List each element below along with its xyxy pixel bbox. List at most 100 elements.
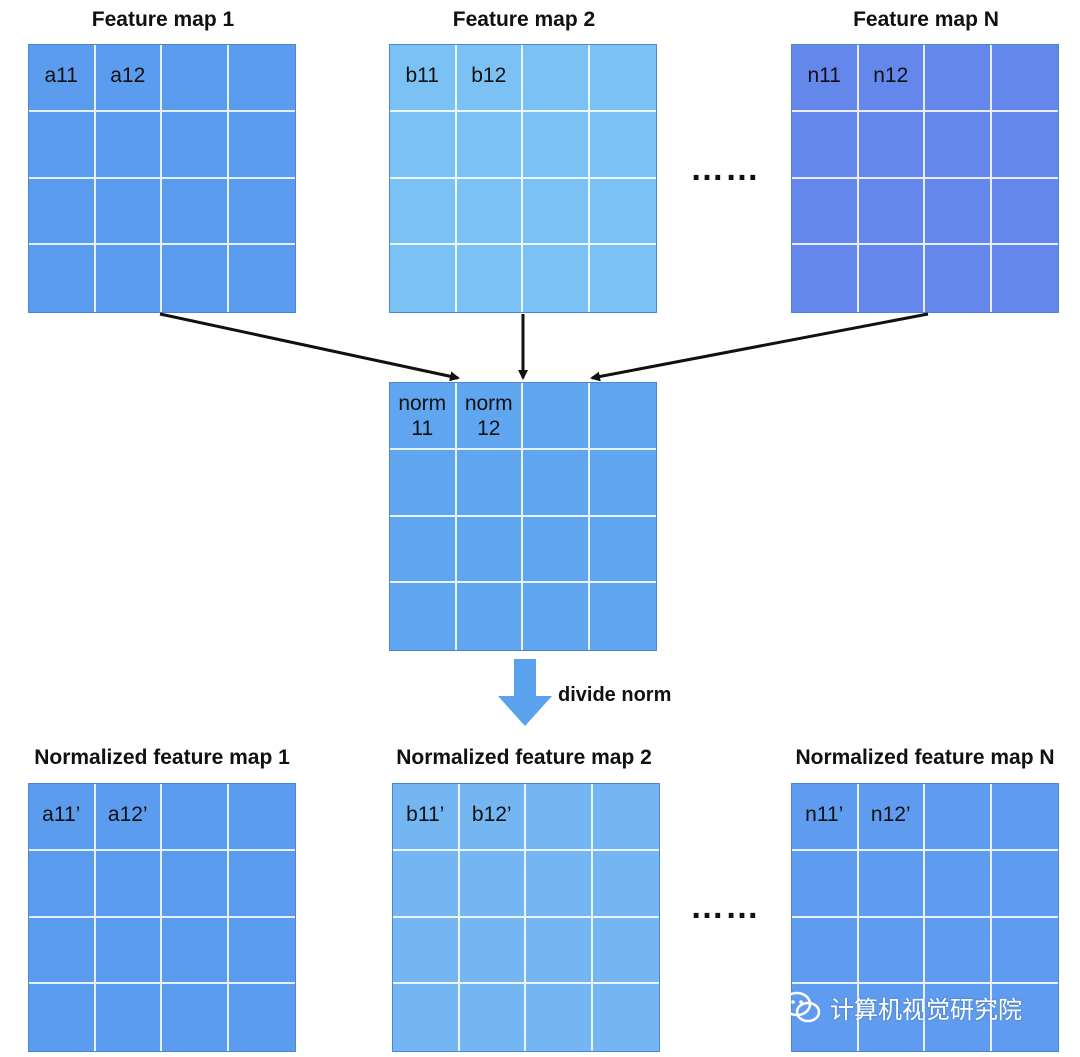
grid-cell [459, 850, 526, 918]
grid-cell [95, 178, 162, 246]
grid-cell [592, 784, 659, 851]
grid-cell [526, 917, 593, 985]
grid-cell [162, 784, 229, 851]
grid-cell [162, 111, 229, 179]
grid-cell [456, 111, 523, 179]
grid-cell [29, 917, 96, 985]
grid-cell-label: b11’ [393, 784, 460, 851]
grid-cell [593, 984, 660, 1051]
watermark-text: 计算机视觉研究院 [830, 997, 1022, 1024]
grid-cell [95, 917, 162, 985]
grid-cell [390, 178, 457, 246]
grid-cell [456, 449, 523, 517]
grid-cell-label: n11’ [792, 784, 859, 851]
grid-cell [991, 918, 1058, 985]
divide-norm-label: divide norm [558, 684, 672, 706]
normalized-feature-map-2-grid: b11’b12’ [392, 783, 660, 1052]
grid-cell [925, 850, 992, 918]
grid-cell [229, 984, 296, 1051]
grid-cell [95, 111, 162, 179]
divide-norm-down-arrow [498, 659, 552, 726]
grid-cell [162, 850, 229, 918]
grid-cell [457, 583, 523, 650]
grid-cell-label: b12’ [459, 784, 526, 851]
grid-cell [523, 383, 590, 450]
grid-cell-label: b12 [456, 45, 523, 112]
grid-cell [589, 517, 656, 584]
watermark: 计算机视觉研究院 [782, 990, 1022, 1025]
grid-cell [925, 245, 992, 312]
grid-cell [925, 111, 992, 179]
grid-cell [991, 784, 1058, 851]
grid-cell-label: b11 [390, 45, 457, 112]
grid-cell [991, 112, 1058, 179]
grid-cell-label: a12 [95, 45, 162, 112]
grid-cell [589, 45, 656, 112]
grid-cell [29, 111, 96, 179]
grid-cell [589, 112, 656, 179]
grid-cell [523, 178, 590, 246]
grid-cell [162, 984, 229, 1051]
grid-cell [589, 450, 656, 517]
grid-cell [925, 784, 992, 851]
grid-cell [29, 984, 96, 1051]
grid-cell [592, 851, 659, 918]
grid-cell [792, 245, 859, 312]
grid-cell [859, 245, 925, 312]
grid-cell [792, 984, 859, 1051]
grid-cell [393, 850, 460, 918]
grid-cell [523, 516, 590, 584]
grid-cell [228, 784, 295, 851]
grid-cell [29, 178, 96, 246]
grid-cell [460, 984, 526, 1051]
grid-cell-label: n12’ [858, 784, 925, 851]
grid-cell [95, 850, 162, 918]
grid-cell [390, 583, 457, 650]
bottom-ellipsis: …… [690, 888, 760, 926]
grid-cell-label: n12 [858, 45, 925, 112]
grid-cell [457, 245, 523, 312]
grid-cell-label: a11’ [29, 784, 96, 851]
grid-cell [523, 449, 590, 517]
grid-cell [925, 917, 992, 985]
grid-cell [96, 984, 162, 1051]
grid-cell [29, 245, 96, 312]
grid-cell [523, 583, 590, 650]
grid-cell [523, 45, 590, 112]
grid-cell [589, 179, 656, 246]
grid-cell [523, 111, 590, 179]
grid-cell [991, 179, 1058, 246]
normalized-feature-map-1-grid: a11’a12’ [28, 783, 296, 1052]
grid-cell [456, 516, 523, 584]
grid-cell [859, 984, 925, 1051]
grid-cell [390, 245, 457, 312]
grid-cell [456, 178, 523, 246]
grid-cell-label: n11 [792, 45, 859, 112]
grid-cell-label: a12’ [95, 784, 162, 851]
grid-cell [162, 45, 229, 112]
grid-cell [228, 851, 295, 918]
feature-map-n-title: Feature map N [853, 8, 999, 31]
normalized-feature-map-n-title: Normalized feature map N [795, 746, 1055, 769]
feature-map-1-title: Feature map 1 [91, 8, 235, 31]
grid-cell [858, 850, 925, 918]
grid-cell [390, 111, 457, 179]
grid-cell [228, 45, 295, 112]
grid-cell [393, 984, 460, 1051]
grid-cell [592, 918, 659, 985]
grid-cell [792, 917, 859, 985]
grid-cell [526, 850, 593, 918]
grid-cell-label: norm 12 [456, 383, 523, 450]
top-ellipsis: …… [690, 150, 760, 188]
grid-cell [589, 383, 656, 450]
normalized-feature-map-n-grid: n11’n12’ [791, 783, 1059, 1052]
grid-cell-label: a11 [29, 45, 96, 112]
grid-cell [162, 245, 229, 312]
arrow-mapn-to-norm [590, 312, 929, 382]
grid-cell [228, 112, 295, 179]
grid-cell [925, 45, 992, 112]
grid-cell [96, 245, 162, 312]
